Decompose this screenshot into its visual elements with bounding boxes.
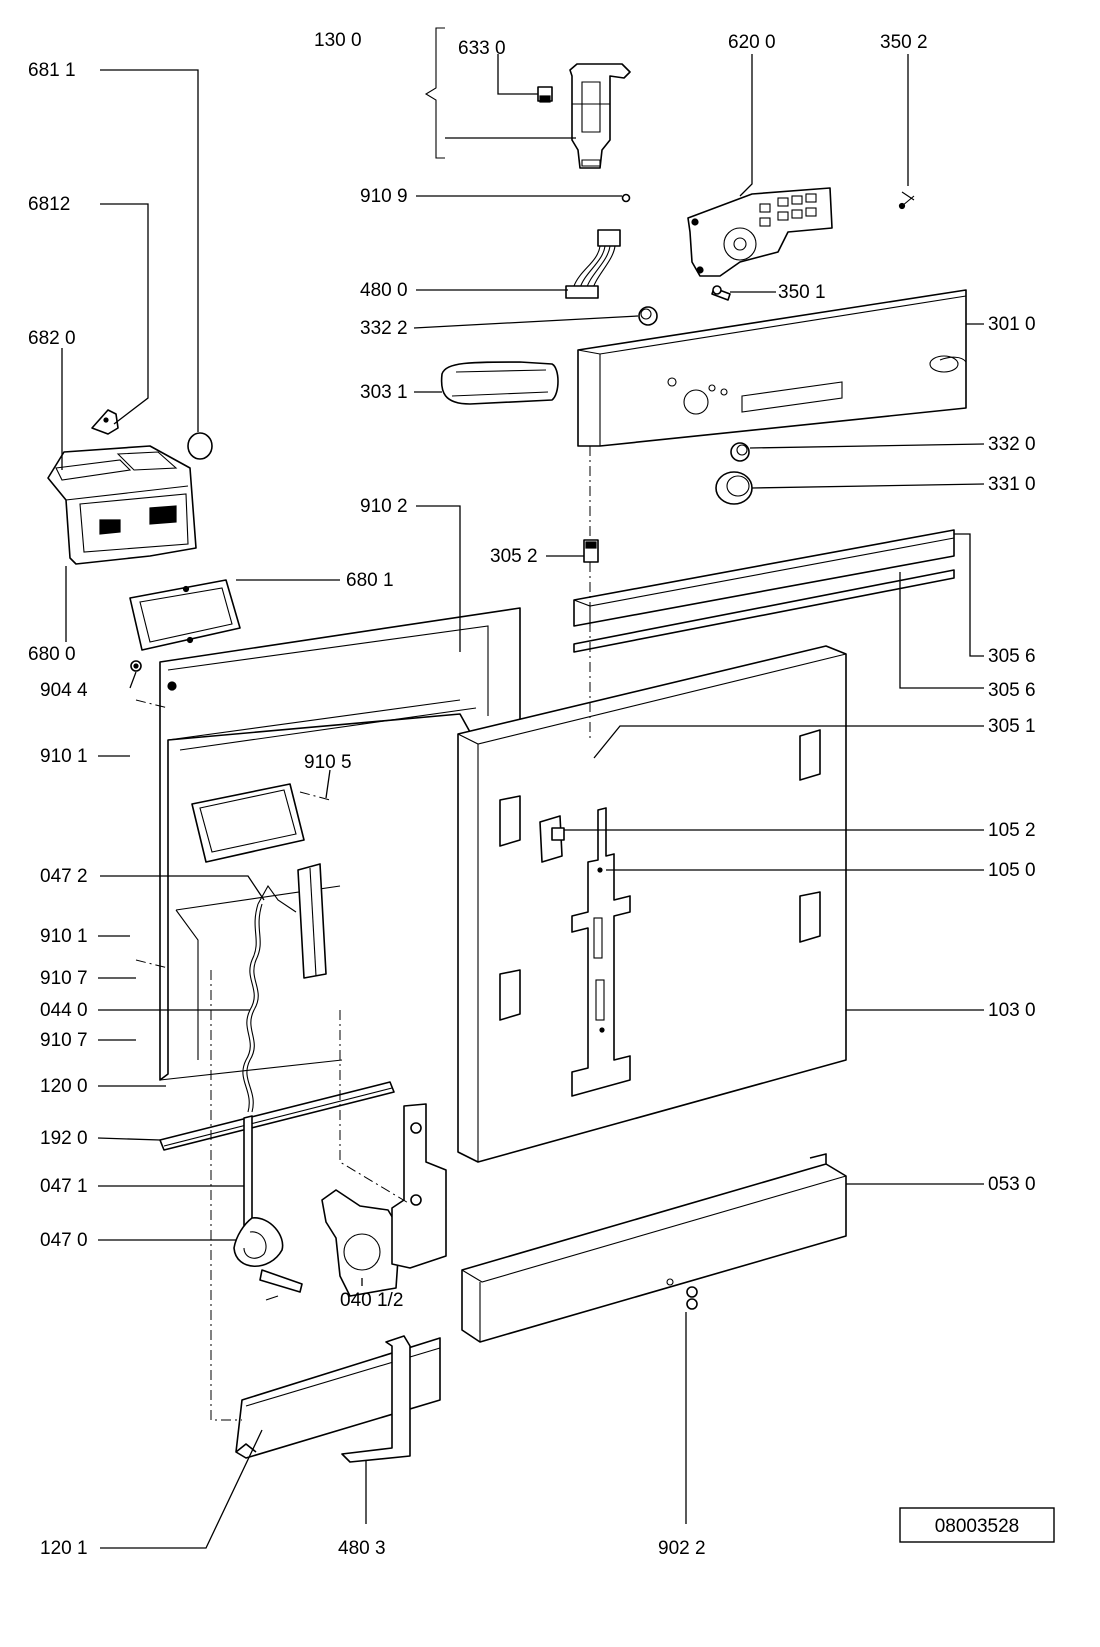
label-301-0: 301 0 — [988, 314, 1036, 335]
label-910-9: 910 9 — [360, 186, 408, 207]
label-192-0: 192 0 — [40, 1128, 88, 1149]
label-103-0: 103 0 — [988, 1000, 1036, 1021]
label-044-0: 044 0 — [40, 1000, 88, 1021]
part-strip-1920 — [159, 1081, 395, 1151]
part-dispenser — [47, 445, 197, 565]
label-047-2: 047 2 — [40, 866, 88, 887]
diagram-number-text: 08003528 — [935, 1516, 1020, 1537]
label-480-0: 480 0 — [360, 280, 408, 301]
part-bracket-4803 — [341, 1335, 411, 1463]
part-clip-3052 — [583, 539, 599, 563]
label-303-1: 303 1 — [360, 382, 408, 403]
alignment-lines — [135, 446, 591, 1421]
part-inner-door-1200 — [159, 607, 521, 1081]
label-105-0: 105 0 — [988, 860, 1036, 881]
label-910-2: 910 2 — [360, 496, 408, 517]
part-gasket-6801 — [129, 579, 241, 651]
part-kickplate-0530 — [461, 1153, 847, 1343]
label-902-2: 902 2 — [658, 1538, 706, 1559]
part-cap-6811 — [187, 432, 213, 460]
part-control-board — [687, 187, 833, 277]
part-lamp-3501 — [711, 285, 731, 301]
label-332-0: 332 0 — [988, 434, 1036, 455]
label-620-0: 620 0 — [728, 32, 776, 53]
label-350-2: 350 2 — [880, 32, 928, 53]
label-910-1-upper: 910 1 — [40, 746, 88, 767]
label-331-0: 331 0 — [988, 474, 1036, 495]
label-681-1: 681 1 — [28, 60, 76, 81]
label-305-6-lower: 305 6 — [988, 680, 1036, 701]
part-wiring-harness — [565, 229, 621, 299]
part-screw-9022 — [686, 1286, 698, 1310]
part-handle-3031 — [440, 361, 559, 405]
label-6812: 6812 — [28, 194, 70, 215]
label-305-1: 305 1 — [988, 716, 1036, 737]
label-904-4: 904 4 — [40, 680, 88, 701]
part-knob-3320 — [730, 442, 750, 462]
part-trim-1201 — [235, 1337, 441, 1459]
label-910-5: 910 5 — [304, 752, 352, 773]
part-labels: 681 1 6812 682 0 680 0 680 1 130 0 633 0… — [28, 30, 1036, 1559]
part-spring-0440 — [242, 884, 297, 1113]
part-knob-3310 — [715, 471, 753, 505]
part-bar-3056 — [573, 529, 955, 653]
part-hinge-arm-0470 — [233, 1115, 303, 1301]
part-rail-1050 — [539, 807, 631, 1097]
label-910-7-lower: 910 7 — [40, 1030, 88, 1051]
label-910-7-upper: 910 7 — [40, 968, 88, 989]
label-047-1: 047 1 — [40, 1176, 88, 1197]
part-lid-6812 — [91, 409, 119, 435]
label-047-0: 047 0 — [40, 1230, 88, 1251]
label-633-0: 633 0 — [458, 38, 506, 59]
label-040-1-2: 040 1/2 — [340, 1290, 403, 1311]
leader-lines — [61, 54, 985, 1549]
part-hinge-0401 — [321, 1103, 447, 1297]
label-305-6-upper: 305 6 — [988, 646, 1036, 667]
label-053-0: 053 0 — [988, 1174, 1036, 1195]
part-screw-9044 — [130, 660, 142, 672]
label-680-0: 680 0 — [28, 644, 76, 665]
part-screw-9109 — [621, 193, 631, 203]
label-105-2: 105 2 — [988, 820, 1036, 841]
label-130-0: 130 0 — [314, 30, 362, 51]
label-120-0: 120 0 — [40, 1076, 88, 1097]
label-910-1-lower: 910 1 — [40, 926, 88, 947]
part-control-panel — [577, 289, 967, 447]
part-door-panel-1030 — [457, 645, 847, 1163]
label-305-2: 305 2 — [490, 546, 538, 567]
part-knob-3322 — [638, 306, 658, 326]
label-350-1: 350 1 — [778, 282, 826, 303]
label-120-1: 120 1 — [40, 1538, 88, 1559]
part-screw-3502 — [898, 191, 915, 210]
label-480-3: 480 3 — [338, 1538, 386, 1559]
label-332-2: 332 2 — [360, 318, 408, 339]
label-682-0: 682 0 — [28, 328, 76, 349]
label-680-1: 680 1 — [346, 570, 394, 591]
diagram-number: 08003528 — [899, 1507, 1055, 1543]
part-switch-assembly — [424, 27, 631, 169]
